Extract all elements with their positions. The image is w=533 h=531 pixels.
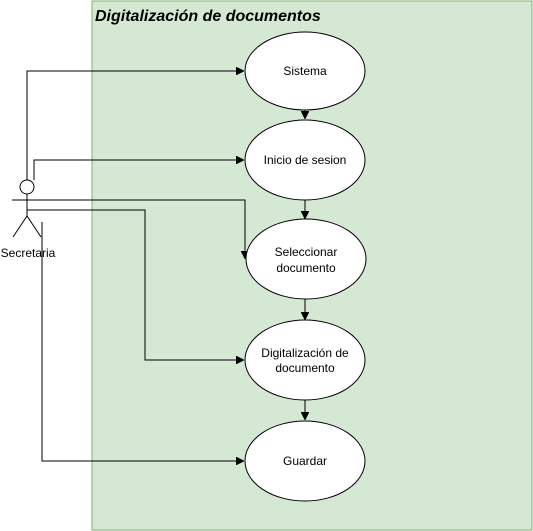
use-case-digitalizacion-de-documento[interactable]: Digitalización de documento <box>244 319 366 401</box>
edge-actor-to-digitalizacion <box>27 209 243 360</box>
actor-right-leg <box>26 215 42 238</box>
use-case-seleccionar-documento[interactable]: Seleccionar documento <box>245 218 367 300</box>
use-case-label: Guardar <box>283 454 327 468</box>
use-case-label-line-2: documento <box>276 261 336 275</box>
use-case-inicio-de-sesion[interactable]: Inicio de sesion <box>244 119 366 201</box>
actor-associations <box>12 71 245 461</box>
actor-secretaria[interactable]: Secretaria <box>1 179 56 260</box>
use-case-ellipse <box>244 319 366 401</box>
use-case-label-line-1: Seleccionar <box>275 245 338 259</box>
use-case-guardar[interactable]: Guardar <box>244 420 366 502</box>
use-case-ellipse <box>244 420 366 502</box>
use-case-sistema[interactable]: Sistema <box>244 31 366 111</box>
edge-actor-to-sistema <box>26 71 243 180</box>
use-case-label-line-1: Digitalización de <box>261 346 349 360</box>
actor-left-leg <box>12 215 28 238</box>
use-case-label-line-2: documento <box>275 361 335 375</box>
use-case-label: Sistema <box>283 64 327 78</box>
actor-name: Secretaria <box>1 246 56 260</box>
use-cases: Sistema Inicio de sesion Seleccionar doc… <box>244 31 367 502</box>
edge-actor-to-inicio-de-sesion <box>33 160 243 180</box>
use-case-ellipse <box>244 119 366 201</box>
edge-actor-to-seleccionar-documento <box>12 199 245 258</box>
use-case-ellipse <box>245 218 367 300</box>
use-case-label: Inicio de sesion <box>264 153 347 167</box>
actor-head <box>19 179 35 195</box>
system-title: Digitalización de documentos <box>95 8 321 25</box>
use-case-ellipse <box>244 31 366 111</box>
edge-actor-to-guardar <box>41 222 243 461</box>
